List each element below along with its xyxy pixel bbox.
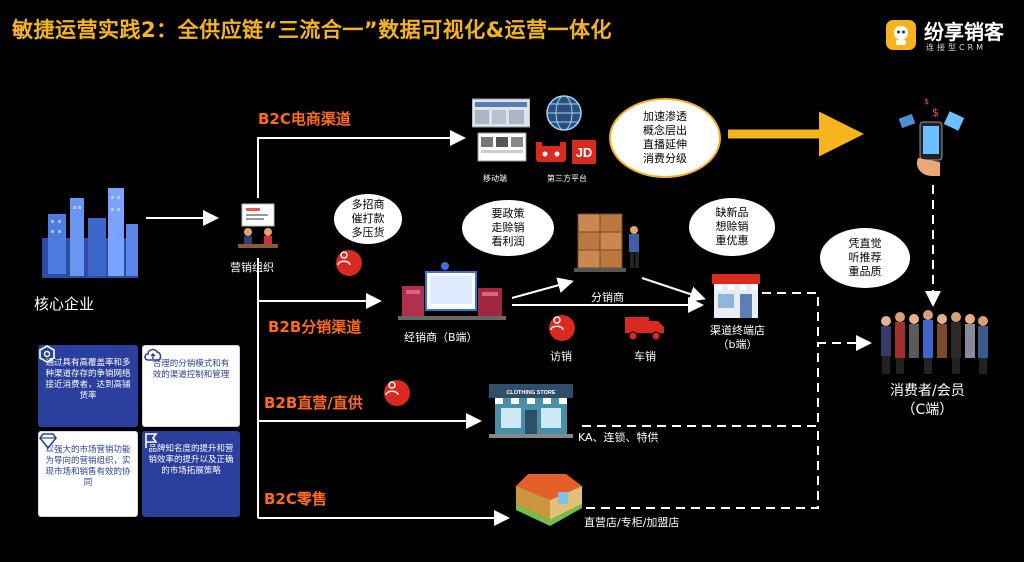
presentation-board-icon xyxy=(236,202,280,250)
globe-network-icon xyxy=(540,94,588,132)
flag-icon xyxy=(145,433,158,448)
retail-dashed xyxy=(586,426,819,509)
svg-text:$: $ xyxy=(932,106,939,119)
core-enterprise-label: 核心企业 xyxy=(34,295,95,313)
person-badge-icon xyxy=(336,250,362,276)
shop-icon xyxy=(710,270,762,320)
ka-label: KA、连锁、特供 xyxy=(578,431,659,444)
mobile-shopping-icon: $ $ xyxy=(896,96,968,178)
dealer-store-icon xyxy=(398,262,506,324)
distributor-to-terminal-arrow xyxy=(641,277,706,302)
channel-b2b-direct: B2B直营/直供 xyxy=(264,394,363,412)
visit-sales-icon xyxy=(549,315,575,341)
ka-dashed xyxy=(582,343,819,427)
dealer-bubble: 要政策走赊销看利润 xyxy=(462,200,554,256)
channel-b2c-ecom: B2C电商渠道 xyxy=(258,110,351,128)
direct-person-icon xyxy=(384,380,410,406)
store-bubble: 缺新品想赊销重优惠 xyxy=(689,198,775,256)
info-card-coverage: 通过具有高覆盖率和多种渠道存存的争销网络接近消费者，达到高铺货率 xyxy=(38,345,138,427)
hexagon-icon xyxy=(39,345,55,363)
retail-shop-icon xyxy=(510,470,584,528)
svg-text:JD: JD xyxy=(576,145,593,160)
truck-icon xyxy=(625,315,665,341)
clothing-store-icon: CLOTHING STORE xyxy=(489,380,573,440)
info-card-distribution: 合理的分销模式和有效的渠道控制和管理 xyxy=(142,345,240,427)
info-card-brand: 品牌知名度的提升和营销效率的提升以及正确的市场拓展策略 xyxy=(142,431,240,517)
logo-icon xyxy=(886,20,916,50)
diamond-icon xyxy=(39,433,57,450)
jd-icon: JD xyxy=(572,140,596,164)
terminal-dashed xyxy=(762,292,872,351)
page-title: 敏捷运营实践2：全供应链“三流合一”数据可视化&运营一体化 xyxy=(12,18,613,42)
logo-name: 纷享销客 xyxy=(924,20,1004,44)
consumer-bubble: 凭直觉听推荐重品质 xyxy=(820,228,910,288)
mobile-label: 移动端 xyxy=(483,174,507,183)
retail-label: 直营店/专柜/加盟店 xyxy=(584,516,680,529)
dealer-label: 经销商（B端） xyxy=(404,331,478,344)
channel-b2c-retail: B2C零售 xyxy=(264,490,327,508)
tmall-icon xyxy=(534,142,568,164)
truck-sales-label: 车销 xyxy=(634,350,656,363)
channel-b2b-distribution: B2B分销渠道 xyxy=(268,318,362,336)
warehouse-boxes-icon xyxy=(574,210,644,276)
distributor-label: 分销商 xyxy=(591,291,624,304)
marketing-org-label: 营销组织 xyxy=(230,261,274,274)
terminal-store-label: 渠道终端店（b端） xyxy=(710,324,765,351)
visit-sales-label: 访销 xyxy=(550,350,572,363)
consumer-label: 消费者/会员（C端） xyxy=(890,383,965,418)
svg-text:$: $ xyxy=(924,97,929,106)
cloud-upload-icon xyxy=(144,348,162,361)
marketing-bubble: 多招商催打款多压货 xyxy=(334,194,402,244)
clothing-store-sign: CLOTHING STORE xyxy=(506,390,555,396)
info-card-marketing: 以强大的市场营销功能为导向的营销组织，实现市场和销售有效的协同 xyxy=(38,431,138,517)
third-party-label: 第三方平台 xyxy=(547,174,587,183)
ecom-trend-bubble: 加速渗透概念层出 直播延伸消费分级 xyxy=(609,98,721,178)
trunk-line xyxy=(257,130,466,198)
mobile-screens-icon xyxy=(472,97,530,165)
city-buildings-icon xyxy=(38,184,142,280)
logo-subtitle: 连接型CRM xyxy=(926,43,987,52)
crowd-icon xyxy=(876,307,992,377)
dealer-to-distributor-arrow xyxy=(511,277,574,299)
